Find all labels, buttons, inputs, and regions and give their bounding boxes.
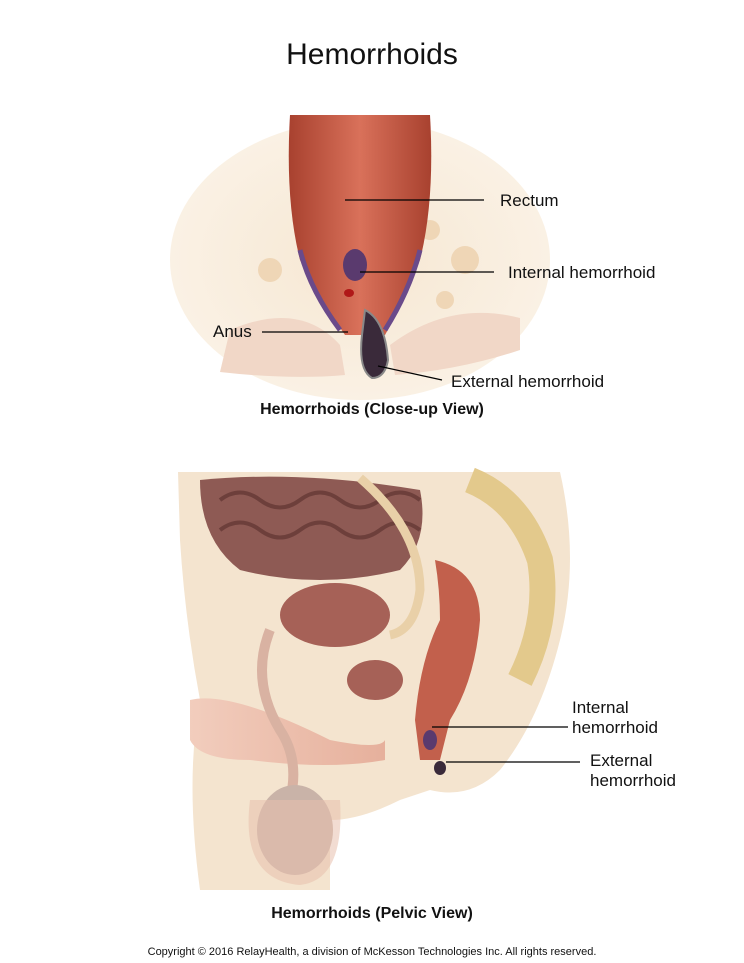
- prostate: [347, 660, 403, 700]
- scrotum: [248, 800, 341, 885]
- closeup-skin-left: [220, 318, 345, 377]
- closeup-skin-right: [390, 312, 520, 375]
- rectum-label: Rectum: [500, 191, 559, 210]
- rectum-shape: [288, 115, 432, 335]
- pelvic-internal-hemorrhoid-label-line2: hemorrhoid: [572, 718, 658, 737]
- penis: [190, 698, 385, 765]
- bladder: [280, 583, 390, 647]
- pelvic-illustration: [178, 467, 580, 890]
- internal-hemorrhoid-shape: [343, 249, 367, 281]
- closeup-illustration: [170, 115, 550, 400]
- copyright-notice: Copyright © 2016 RelayHealth, a division…: [147, 946, 597, 958]
- pelvic-internal-hemorrhoid-label-line1: Internal: [572, 698, 629, 717]
- pelvic-external-hemorrhoid-label-line1: External: [590, 751, 653, 770]
- intestines: [200, 476, 423, 580]
- ureter-tube: [357, 474, 425, 640]
- pelvic-rectum: [415, 560, 480, 760]
- closeup-external-hemorrhoid-label: External hemorrhoid: [451, 372, 605, 391]
- pelvic-caption: Hemorrhoids (Pelvic View): [271, 905, 473, 922]
- spine-sacrum: [464, 467, 556, 686]
- closeup-caption: Hemorrhoids (Close-up View): [260, 401, 484, 418]
- external-hemorrhoid-shape: [360, 308, 390, 380]
- pelvic-external-hemorrhoid-label-line2: hemorrhoid: [590, 771, 676, 790]
- anus-label: Anus: [213, 322, 252, 341]
- vas-deferens: [257, 628, 299, 802]
- closeup-internal-hemorrhoid-label: Internal hemorrhoid: [508, 263, 656, 282]
- page-title: Hemorrhoids: [286, 38, 458, 71]
